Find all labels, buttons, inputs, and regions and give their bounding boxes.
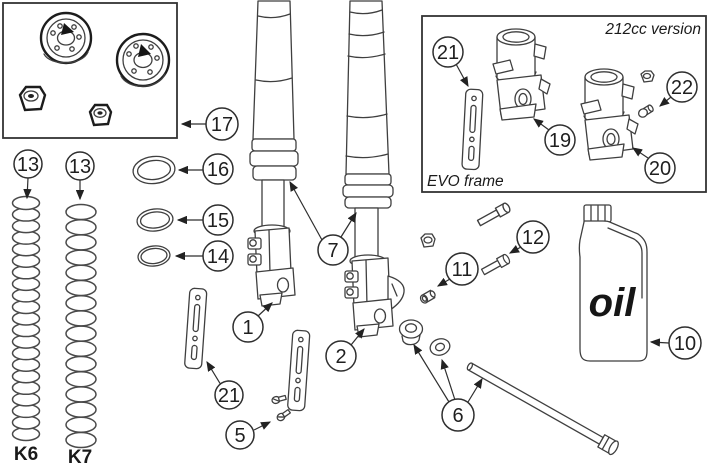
fork-leg-left: [247, 0, 299, 307]
callout-7-label: 7: [327, 240, 338, 262]
fork-cap-right: [115, 32, 171, 88]
fork-leg-right: [342, 0, 405, 338]
callout-10: 10: [668, 326, 702, 360]
callout-5-label: 5: [234, 425, 245, 447]
o-ring-16: [132, 155, 176, 185]
o-ring-15: [136, 208, 174, 232]
spring-label-k6: K6: [14, 444, 38, 465]
fork-spring-k7: [65, 203, 97, 449]
callout-15: 15: [202, 204, 234, 236]
callout-13-right-label: 13: [69, 156, 91, 178]
bolt-long: [475, 201, 512, 229]
leader-lines: [23, 63, 672, 431]
fork-bottom-clamp-20: [580, 68, 639, 161]
bracket-screw-a: [270, 393, 288, 405]
fork-cap-left: [39, 11, 93, 65]
callout-13-left-label: 13: [17, 154, 39, 176]
callout-21-mid: 21: [214, 380, 244, 410]
washer: [429, 338, 451, 356]
bracket-left: [183, 287, 208, 370]
bracket-screw-b: [275, 407, 292, 423]
spring-label-k7: K7: [68, 447, 92, 468]
callout-7: 7: [317, 234, 349, 266]
evo-nut: [640, 70, 655, 83]
callout-16: 16: [202, 153, 234, 185]
o-ring-14: [137, 245, 171, 267]
callout-19: 19: [544, 124, 576, 156]
fork-bottom-clamp-19: [492, 28, 551, 121]
fork-caps-box: [2, 2, 178, 139]
wheel-spacer: [398, 319, 424, 346]
callout-13-left: 13: [13, 149, 43, 179]
callout-16-label: 16: [207, 159, 229, 181]
wheel-axle: [466, 362, 619, 456]
cap-nut-left: [18, 85, 47, 112]
callout-21-box-label: 21: [437, 42, 459, 64]
evo-version-label: 212cc version: [604, 21, 701, 38]
callout-19-label: 19: [549, 130, 571, 152]
callout-12: 12: [516, 220, 550, 254]
callout-12-label: 12: [522, 227, 544, 249]
callout-11-label: 11: [452, 259, 473, 281]
callout-2-label: 2: [335, 346, 346, 368]
bolt-12: [479, 252, 512, 278]
callout-1-label: 1: [242, 317, 253, 339]
callout-20: 20: [644, 152, 676, 184]
fork-spring-k6: [11, 195, 41, 442]
evo-bolt-22: [637, 104, 654, 118]
callout-22: 22: [666, 71, 698, 103]
callout-2: 2: [325, 340, 357, 372]
callout-5: 5: [225, 420, 255, 450]
cap-nut-right: [88, 103, 113, 127]
callout-17: 17: [205, 107, 239, 141]
hex-nut: [420, 233, 436, 248]
callout-6: 6: [441, 398, 475, 432]
evo-bracket: [461, 88, 484, 171]
callout-14-label: 14: [207, 246, 229, 268]
callout-21-mid-label: 21: [218, 385, 240, 407]
bracket-right: [286, 329, 311, 412]
evo-frame-label: EVO frame: [427, 173, 504, 190]
bolt-11: [419, 289, 436, 304]
oil-bottle-label: oil: [589, 281, 637, 325]
callout-22-label: 22: [671, 77, 693, 99]
callout-10-label: 10: [674, 333, 696, 355]
callout-11: 11: [445, 252, 479, 286]
callout-13-right: 13: [65, 151, 95, 181]
oil-bottle: oil: [578, 204, 648, 362]
callout-15-label: 15: [207, 210, 229, 232]
callout-20-label: 20: [649, 158, 671, 180]
callout-6-label: 6: [452, 405, 463, 427]
callout-21-box: 21: [432, 36, 464, 68]
callout-1: 1: [232, 311, 264, 343]
callout-17-label: 17: [211, 114, 233, 136]
callout-14: 14: [202, 240, 234, 272]
